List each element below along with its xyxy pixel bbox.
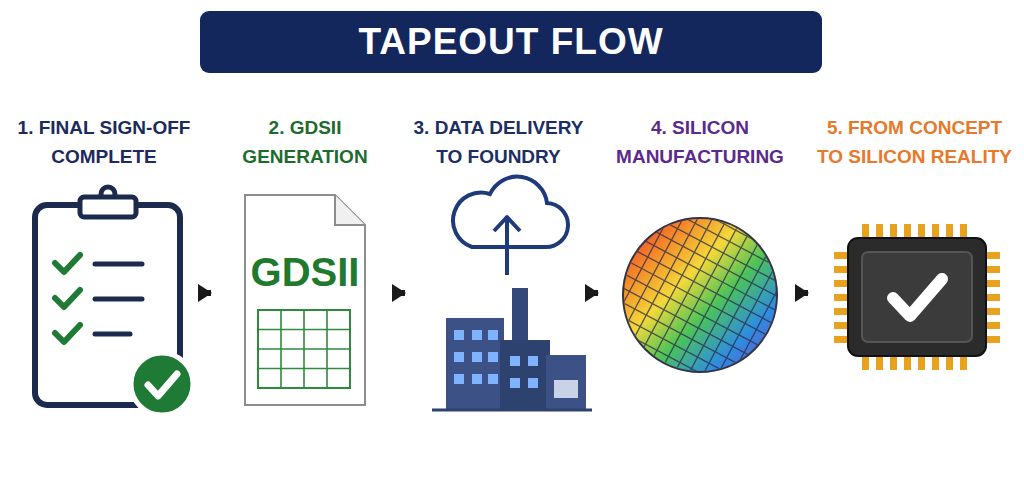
title-banner: TAPEOUT FLOW [200, 11, 822, 73]
file-label: GDSII [218, 250, 392, 295]
cloud-factory-icon-part [432, 409, 592, 412]
wafer-icon-part-part [567, 171, 829, 426]
cloud-factory-icon-part [510, 356, 520, 366]
clipboard-icon-part [80, 197, 136, 217]
cloud-factory-icon-part [488, 352, 498, 362]
flow-arrow [795, 290, 808, 296]
cloud-factory-icon-part [494, 217, 520, 231]
cloud-factory-icon-part [554, 380, 578, 398]
flow-arrow [392, 290, 405, 296]
cloud-factory-icon-part [472, 330, 482, 340]
cloud-factory-icon-part [454, 352, 464, 362]
clipboard-icon [35, 187, 193, 415]
step-heading: 4. SILICON MANUFACTURING [605, 113, 795, 171]
flow-step: 2. GDSII GENERATION GDSII [218, 100, 392, 420]
flow-step: 3. DATA DELIVERY TO FOUNDRY [412, 100, 585, 420]
flow-step: 4. SILICON MANUFACTURING [605, 100, 795, 420]
chip-icon-part [862, 252, 972, 342]
cloud-factory-icon-part [505, 218, 509, 275]
clipboard-icon-part [95, 297, 142, 302]
clipboard-icon-part [55, 325, 80, 342]
clipboard-icon-part [95, 332, 130, 337]
document-icon-part [245, 195, 365, 405]
cloud-factory-icon-part [528, 378, 538, 388]
cloud-factory-icon-part [454, 374, 464, 384]
document-icon-part [258, 329, 350, 331]
chip-icon-part [848, 238, 986, 356]
wafer-icon-part [567, 164, 833, 426]
flow-step: 5. FROM CONCEPT TO SILICON REALITY [815, 100, 1014, 420]
cloud-factory-icon-part [472, 352, 482, 362]
chip-icon [834, 224, 1000, 370]
cloud-factory-icon-part [546, 355, 586, 410]
document-icon-part [258, 310, 350, 388]
title-text: TAPEOUT FLOW [358, 21, 663, 63]
clipboard-icon-part [148, 374, 177, 396]
cloud-factory-icon-part [528, 356, 538, 366]
step-heading: 2. GDSII GENERATION [215, 113, 395, 171]
step-heading: 5. FROM CONCEPT TO SILICON REALITY [815, 113, 1015, 171]
step-heading: 3. DATA DELIVERY TO FOUNDRY [404, 113, 594, 171]
clipboard-icon-part [55, 290, 80, 307]
cloud-factory-icon-part [453, 177, 568, 247]
cloud-factory-icon-part [488, 330, 498, 340]
wafer-icon-part-part [576, 169, 826, 422]
cloud-factory-icon-part [446, 318, 504, 410]
cloud-factory-icon [432, 177, 592, 410]
clipboard-icon-part [95, 262, 142, 267]
flow-arrow [198, 290, 211, 296]
clipboard-icon-part [55, 255, 80, 272]
wafer-icon [567, 164, 833, 426]
cloud-factory-icon-part [510, 378, 520, 388]
cloud-factory-icon-part [512, 288, 528, 348]
document-icon [245, 195, 365, 405]
document-icon-part [258, 348, 350, 350]
clipboard-icon-part [131, 353, 193, 415]
cloud-factory-icon-part [472, 374, 482, 384]
chip-icon-part [893, 279, 942, 316]
document-icon-part [258, 368, 350, 370]
flow-step: 1. FINAL SIGN-OFF COMPLETE [10, 100, 198, 420]
flow-arrow [585, 290, 598, 296]
step-heading: 1. FINAL SIGN-OFF COMPLETE [9, 113, 199, 171]
cloud-factory-icon-part [454, 330, 464, 340]
document-icon-part [335, 195, 365, 225]
cloud-factory-icon-part [500, 340, 550, 410]
cloud-factory-icon-part [488, 374, 498, 384]
